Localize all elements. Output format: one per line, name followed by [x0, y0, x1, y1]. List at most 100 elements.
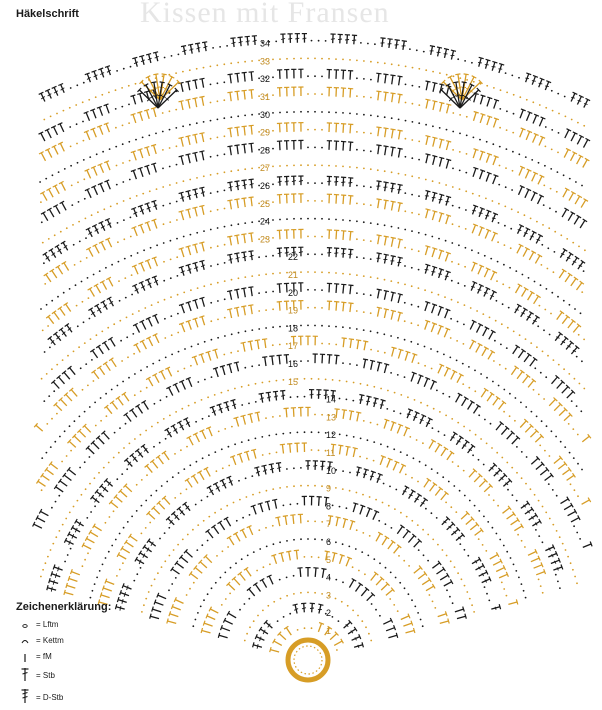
stitch-mark: [60, 481, 67, 486]
chain-mark: [446, 74, 448, 76]
chain-mark: [127, 356, 129, 358]
stitch-mark: [494, 99, 499, 101]
chain-mark: [466, 116, 468, 118]
stitch-mark: [431, 324, 434, 332]
chain-mark: [480, 438, 482, 440]
stitch-mark: [213, 368, 218, 370]
stitch-mark: [490, 296, 494, 297]
stitch-mark: [438, 326, 441, 334]
chain-mark: [272, 112, 274, 114]
stitch-mark: [142, 321, 146, 329]
chain-mark: [78, 221, 80, 223]
chain-mark: [373, 558, 375, 560]
chain-mark: [485, 550, 487, 552]
stitch-mark: [334, 302, 339, 303]
stitch-mark: [391, 422, 394, 431]
stitch-mark: [144, 147, 149, 149]
chain-mark: [259, 492, 261, 494]
stitch-mark: [195, 300, 198, 309]
stitch-mark: [378, 308, 380, 317]
stitch-mark: [193, 299, 198, 301]
chain-mark: [356, 60, 358, 62]
stitch-mark: [439, 251, 442, 260]
chain-mark: [57, 296, 59, 298]
chain-mark: [543, 398, 545, 400]
chain-mark: [499, 364, 501, 366]
chain-mark: [478, 252, 480, 254]
chain-mark: [105, 522, 107, 524]
chain-mark: [328, 325, 330, 327]
stitch-mark: [125, 486, 132, 492]
chain-mark: [82, 301, 84, 303]
chain-mark: [85, 237, 87, 239]
stitch-mark: [132, 410, 137, 417]
stitch-mark: [150, 616, 159, 618]
chain-mark: [411, 477, 413, 479]
chain-mark: [75, 284, 77, 286]
stitch-mark: [349, 580, 354, 588]
row-number: 26: [260, 181, 270, 191]
chain-mark: [418, 362, 420, 364]
stitch-mark: [147, 110, 150, 119]
chain-mark: [204, 341, 206, 343]
stitch-mark: [235, 91, 240, 92]
chain-mark: [418, 68, 420, 70]
stitch-mark: [88, 448, 95, 454]
chain-mark: [248, 403, 250, 405]
stitch-mark: [140, 94, 143, 103]
chain-mark: [169, 415, 171, 417]
stitch-mark: [172, 569, 179, 574]
chain-mark: [113, 510, 115, 512]
stitch-mark: [277, 302, 282, 303]
chain-mark: [506, 110, 508, 112]
chain-mark: [103, 467, 105, 469]
stitch-mark: [227, 254, 232, 255]
stitch-mark: [397, 425, 400, 433]
stitch-mark: [336, 284, 337, 293]
stitch-mark: [99, 107, 102, 115]
stitch-mark: [353, 503, 358, 505]
stitch-mark: [533, 115, 537, 123]
stitch-mark: [59, 377, 65, 384]
stitch-mark: [206, 556, 212, 562]
chain-mark: [547, 355, 549, 357]
stitch-mark: [432, 211, 435, 220]
stitch-mark: [474, 112, 479, 114]
chain-mark: [307, 129, 309, 131]
chain-mark: [339, 380, 341, 382]
stitch-mark: [567, 392, 573, 398]
chain-mark: [339, 398, 341, 400]
chain-mark: [46, 373, 48, 375]
chain-mark: [293, 467, 295, 469]
stitch-mark: [536, 572, 544, 575]
chain-mark: [79, 416, 81, 418]
stitch-mark: [492, 233, 496, 241]
stitch-mark: [445, 253, 448, 262]
chain-mark: [459, 490, 461, 492]
chain-mark: [370, 97, 372, 99]
stitch-mark: [152, 257, 157, 259]
stitch-mark: [199, 187, 204, 188]
chain-mark: [130, 236, 132, 238]
stitch-mark: [425, 302, 428, 311]
chain-mark: [541, 264, 543, 266]
chain-mark: [177, 294, 179, 296]
stitch-mark: [202, 79, 204, 88]
chain-mark: [223, 354, 225, 356]
chain-mark: [356, 364, 358, 366]
stitch-mark: [230, 146, 231, 155]
stitch-mark: [118, 398, 123, 405]
chain-mark: [445, 240, 447, 242]
chain-mark: [321, 165, 323, 167]
chain-mark: [335, 219, 337, 221]
chain-mark: [386, 408, 388, 410]
chain-mark: [360, 383, 362, 385]
chain-mark: [321, 147, 323, 149]
chain-mark: [583, 339, 585, 341]
chain-mark: [272, 219, 274, 221]
chain-mark: [170, 315, 172, 317]
stitch-mark: [391, 293, 393, 302]
chain-mark: [534, 281, 536, 283]
chain-mark: [230, 62, 232, 64]
stitch-row: [192, 538, 423, 627]
